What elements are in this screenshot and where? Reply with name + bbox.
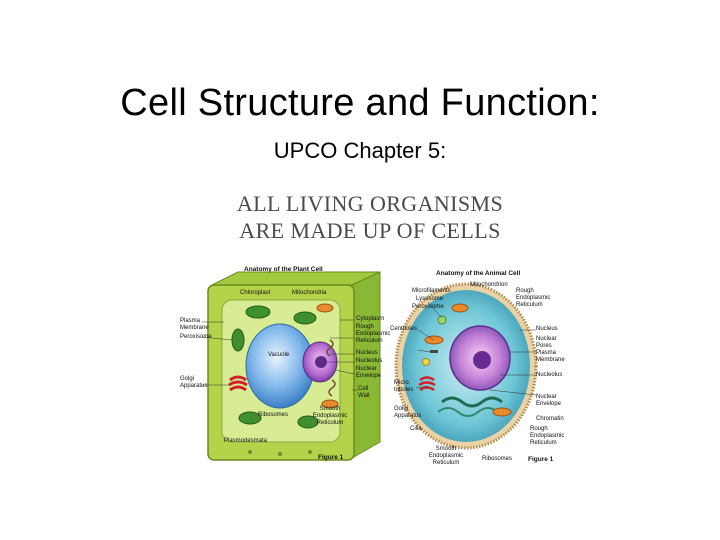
label-mitochondrion: Mitochondrion xyxy=(470,282,508,288)
animal-cell xyxy=(394,282,538,450)
animal-cell-heading: Anatomy of the Animal Cell xyxy=(436,270,521,277)
golgi-shape xyxy=(228,375,248,392)
label-chloroplast: Chloroplast xyxy=(240,290,271,296)
label-microfilaments: Microfilaments xyxy=(412,288,451,294)
label-peroxisome-animal: Peroxisome xyxy=(412,304,444,310)
chloroplast-shape xyxy=(293,311,317,325)
animal-mitochondrion-shape xyxy=(451,303,469,313)
label-centrioles: Centrioles xyxy=(390,326,418,332)
animal-nucleolus-shape xyxy=(473,351,491,369)
label-nucleolus-plant: Nucleolus xyxy=(356,358,383,364)
mitochondria-shape xyxy=(316,303,334,313)
animal-figure-label: Figure 1 xyxy=(528,456,554,463)
slide-subtitle: UPCO Chapter 5: xyxy=(273,138,447,163)
chloroplast-shape xyxy=(297,415,319,429)
plant-cell-wall-side xyxy=(351,271,381,459)
plant-figure-label: Figure 1 xyxy=(318,454,344,461)
label-nuclear-pores: Nuclear Pores xyxy=(536,336,557,349)
label-rough-er-animal: Rough Endoplasmic Reticulum xyxy=(516,288,551,308)
label-plasmodesmata: Plasmodesmata xyxy=(224,438,268,444)
chloroplast-shape xyxy=(245,305,271,319)
banner-line-2: ARE MADE UP OF CELLS xyxy=(239,218,501,243)
plant-cell-heading: Anatomy of the Plant Cell xyxy=(244,266,323,273)
mitochondria-shape xyxy=(321,399,339,409)
plant-nucleolus-shape xyxy=(315,356,327,368)
label-cell-wall: Cell Wall xyxy=(358,386,370,399)
animal-golgi-shape xyxy=(418,376,436,392)
label-vacuole: Vacuole xyxy=(268,352,290,358)
chloroplast-shape xyxy=(231,328,245,352)
label-ribosomes-animal: Ribosomes xyxy=(482,456,513,462)
label-golgi-animal: Golgi Apparatus xyxy=(394,406,422,419)
animal-er-shape xyxy=(441,396,503,408)
animal-mitochondrion-shape xyxy=(492,407,512,417)
plant-cell-wall-top xyxy=(211,271,381,286)
label-golgi-plant: Golgi Apparatus xyxy=(180,376,208,389)
label-chromatin: Chromatin xyxy=(536,416,564,422)
label-rough-er-animal-2: Rough Endoplasmic Reticulum xyxy=(530,426,565,446)
centriole-shape xyxy=(430,350,438,353)
label-nucleus-plant: Nucleus xyxy=(356,350,378,356)
label-microtubules: Micro tubules xyxy=(394,380,414,393)
label-nucleolus-animal: Nucleolus xyxy=(536,372,563,378)
animal-leader-lines xyxy=(415,301,537,396)
plasmodesmata-dot xyxy=(248,450,252,454)
slide-title: Cell Structure and Function: xyxy=(120,82,600,124)
label-plasma-membrane-animal: Plasma Membrane xyxy=(536,350,565,363)
label-nuclear-envelope-plant: Nuclear Envelope xyxy=(356,366,382,379)
label-smooth-er-plant: Smooth Endoplasmic Reticulum xyxy=(312,406,348,426)
plant-cell xyxy=(201,271,381,461)
label-cilia: Cilia xyxy=(410,426,422,432)
label-nuclear-envelope-animal: Nuclear Envelope xyxy=(536,394,562,407)
plant-er-shape xyxy=(326,339,336,397)
label-plasma-membrane: Plasma Membrane xyxy=(180,318,209,331)
label-ribosomes-plant: Ribosomes xyxy=(258,412,289,418)
animal-er-shape xyxy=(437,407,499,417)
cell-illustrations xyxy=(201,271,538,461)
label-lysosome: Lysosome xyxy=(416,296,444,302)
plasmodesmata-dot xyxy=(308,450,312,454)
plasmodesmata-dot xyxy=(278,452,282,456)
label-mitochondria: Mitochondria xyxy=(292,290,327,296)
plant-leader-lines xyxy=(201,319,358,391)
peroxisome-shape xyxy=(422,358,430,366)
label-nucleus-animal: Nucleus xyxy=(536,326,558,332)
figure-banner: ALL LIVING ORGANISMS ARE MADE UP OF CELL… xyxy=(180,190,560,244)
chloroplast-shape xyxy=(238,411,262,425)
banner-line-1: ALL LIVING ORGANISMS xyxy=(236,191,504,216)
cell-diagram-figure: ALL LIVING ORGANISMS ARE MADE UP OF CELL… xyxy=(180,190,565,480)
label-cytoplasm: Cytoplasm xyxy=(356,316,385,322)
lysosome-shape xyxy=(437,315,447,325)
label-smooth-er-animal: Smooth Endoplasmic Reticulum xyxy=(428,446,464,466)
label-peroxisome: Peroxisome xyxy=(180,334,212,340)
label-rough-er-plant: Rough Endoplasmic Reticulum xyxy=(356,324,391,344)
